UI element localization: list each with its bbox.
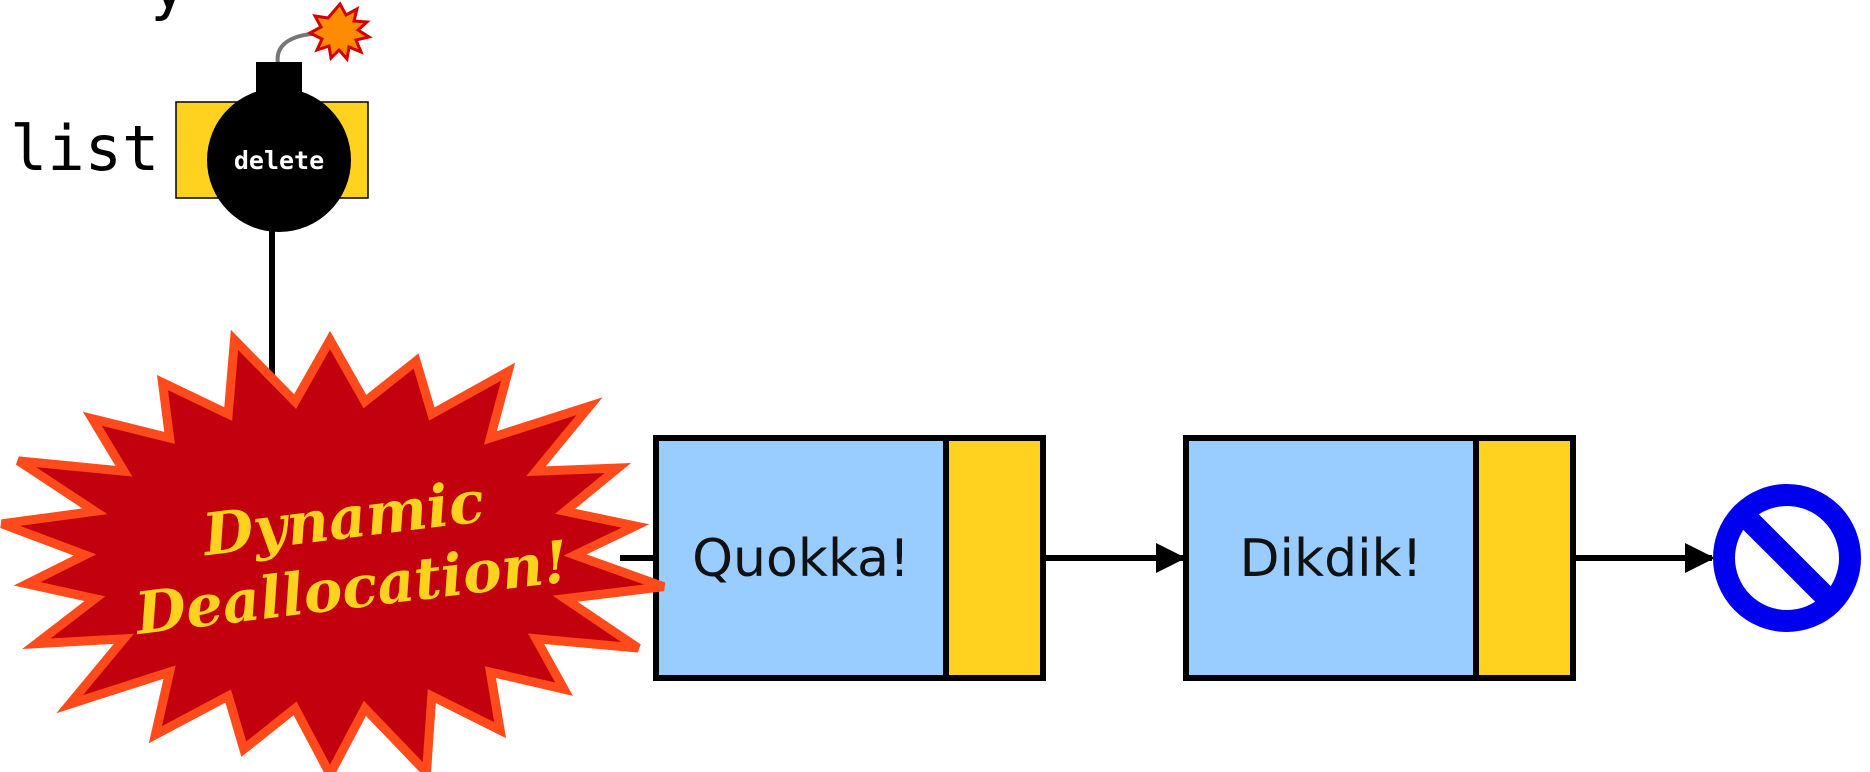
node-data-cell bbox=[653, 435, 949, 681]
explosion-burst: Dynamic Deallocation! bbox=[0, 329, 666, 772]
node-data-cell bbox=[1183, 435, 1479, 681]
null-pointer-icon bbox=[1713, 484, 1861, 632]
node-next-cell bbox=[943, 435, 1046, 681]
variable-label: list bbox=[10, 112, 159, 185]
node-value: Dikdik! bbox=[1239, 529, 1422, 589]
node-next-cell bbox=[1473, 435, 1576, 681]
list-node: Quokka! bbox=[653, 435, 1046, 681]
node-value: Quokka! bbox=[692, 529, 910, 589]
cropped-title-fragment: y bbox=[150, 0, 187, 23]
bomb-label: delete bbox=[234, 146, 324, 175]
bomb-icon: delete bbox=[207, 31, 351, 232]
spark-icon bbox=[306, 1, 373, 63]
list-node: Dikdik! bbox=[1183, 435, 1576, 681]
